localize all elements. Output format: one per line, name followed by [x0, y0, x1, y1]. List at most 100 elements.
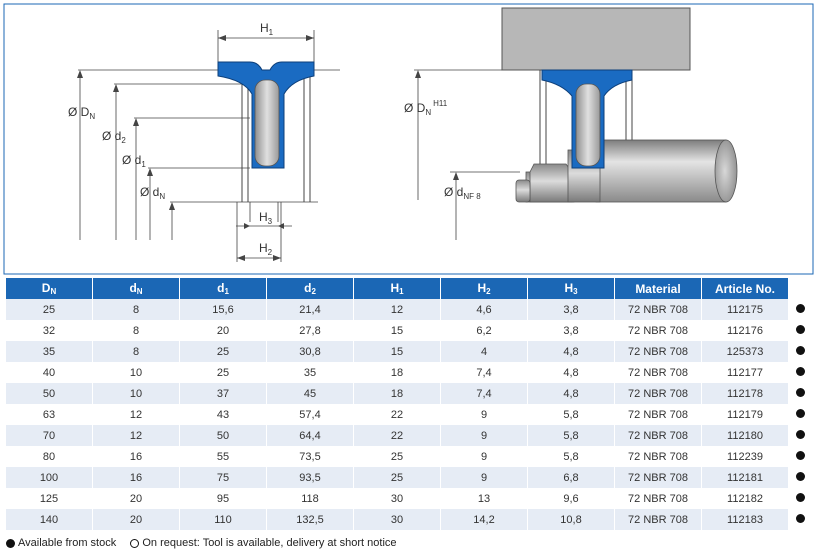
table-cell: 9 [441, 404, 527, 425]
table-cell: 8 [93, 299, 179, 320]
table-cell: 22 [354, 425, 440, 446]
label-h1: H1 [260, 21, 274, 37]
column-header: H1 [354, 278, 440, 299]
availability-cell [789, 362, 811, 383]
table-cell: 132,5 [267, 509, 353, 530]
table-cell: 22 [354, 404, 440, 425]
table-cell: 9 [441, 467, 527, 488]
table-cell: 80 [6, 446, 92, 467]
table-cell: 7,4 [441, 362, 527, 383]
table-cell: 8 [93, 341, 179, 362]
table-cell: 93,5 [267, 467, 353, 488]
table-cell: 100 [6, 467, 92, 488]
table-cell: 9 [441, 425, 527, 446]
table-cell: 50 [180, 425, 266, 446]
table-cell: 40 [6, 362, 92, 383]
stock-dot-icon [795, 429, 805, 439]
table-cell: 125 [6, 488, 92, 509]
installation-drawing: Ø DNH11 Ø dNF 8 [404, 7, 738, 240]
label-d1: Ø d1 [122, 153, 146, 169]
table-cell: 43 [180, 404, 266, 425]
table-cell: 112182 [702, 488, 788, 509]
table-cell: 112177 [702, 362, 788, 383]
table-cell: 72 NBR 708 [615, 299, 701, 320]
stock-dot-icon [795, 471, 805, 481]
table-cell: 25 [354, 446, 440, 467]
table-cell: 3,8 [528, 299, 614, 320]
table-cell: 25 [180, 362, 266, 383]
table-cell: 4,8 [528, 341, 614, 362]
availability-cell [789, 383, 811, 404]
table-cell: 112180 [702, 425, 788, 446]
table-cell: 35 [267, 362, 353, 383]
diagram-frame [3, 3, 814, 275]
legend-request-text: On request: Tool is available, delivery … [142, 537, 397, 550]
table-cell: 112183 [702, 509, 788, 530]
table-cell: 18 [354, 383, 440, 404]
availability-cell [789, 299, 811, 320]
column-header: H2 [441, 278, 527, 299]
stock-dot-icon [795, 345, 805, 355]
table-cell: 30 [354, 488, 440, 509]
table-cell: 7,4 [441, 383, 527, 404]
table-cell: 10,8 [528, 509, 614, 530]
table-cell: 5,8 [528, 404, 614, 425]
availability-cell [789, 509, 811, 530]
label-h3: H3 [259, 210, 273, 226]
availability-cell [789, 446, 811, 467]
table-cell: 6,2 [441, 320, 527, 341]
stock-dot-icon [795, 324, 805, 334]
table-cell: 125373 [702, 341, 788, 362]
table-cell: 72 NBR 708 [615, 425, 701, 446]
table-cell: 25 [180, 341, 266, 362]
stock-dot-icon [795, 513, 805, 523]
table-cell: 72 NBR 708 [615, 383, 701, 404]
table-cell: 15,6 [180, 299, 266, 320]
table-cell: 140 [6, 509, 92, 530]
table-cell: 13 [441, 488, 527, 509]
column-header: Material [615, 278, 701, 299]
label-d2: Ø d2 [102, 129, 126, 145]
table-cell: 27,8 [267, 320, 353, 341]
availability-legend: Available from stock On request: Tool is… [6, 537, 397, 549]
column-header: H3 [528, 278, 614, 299]
availability-cell [789, 425, 811, 446]
table-cell: 112239 [702, 446, 788, 467]
table-cell: 112179 [702, 404, 788, 425]
availability-column-header [789, 278, 811, 299]
table-cell: 8 [93, 320, 179, 341]
column-header: d2 [267, 278, 353, 299]
label-dn-h11: Ø DNH11 [404, 99, 448, 117]
availability-cell [789, 467, 811, 488]
table-cell: 70 [6, 425, 92, 446]
table-cell: 72 NBR 708 [615, 320, 701, 341]
table-cell: 4,8 [528, 383, 614, 404]
availability-cell [789, 404, 811, 425]
table-cell: 37 [180, 383, 266, 404]
table-cell: 16 [93, 446, 179, 467]
table-cell: 14,2 [441, 509, 527, 530]
table-cell: 25 [6, 299, 92, 320]
table-cell: 4,6 [441, 299, 527, 320]
table-cell: 35 [6, 341, 92, 362]
table-cell: 64,4 [267, 425, 353, 446]
table-cell: 95 [180, 488, 266, 509]
table-cell: 55 [180, 446, 266, 467]
stock-dot-icon [795, 366, 805, 376]
table-cell: 16 [93, 467, 179, 488]
legend-stock-text: Available from stock [18, 537, 117, 550]
stock-dot-icon [795, 303, 805, 313]
table-cell: 112178 [702, 383, 788, 404]
stock-dot-icon [795, 450, 805, 460]
